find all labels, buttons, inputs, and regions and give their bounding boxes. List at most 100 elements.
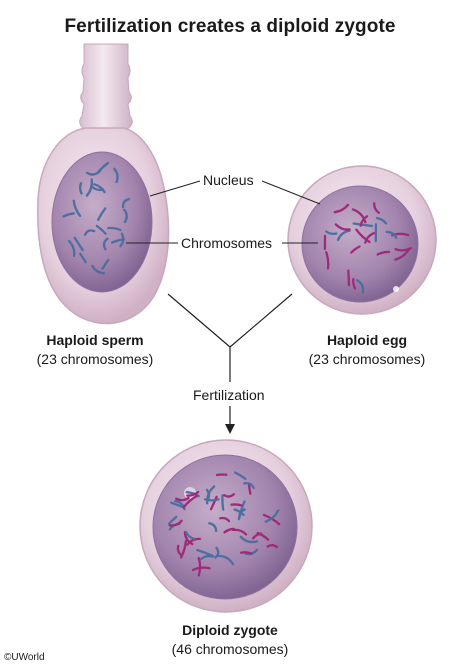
sperm-name: Haploid sperm — [46, 332, 144, 348]
nucleus-leader-egg — [261, 180, 321, 205]
chromosome — [217, 554, 235, 566]
chromosome — [325, 230, 338, 236]
zygote-nucleus — [152, 454, 298, 600]
chromosome — [67, 239, 76, 258]
chromosome — [113, 167, 119, 184]
sperm-nucleus — [51, 151, 153, 293]
chromosome — [355, 228, 371, 244]
chromosome — [83, 229, 96, 236]
chromosome — [197, 556, 202, 577]
chromosome — [119, 232, 125, 248]
egg-count: (23 chromosomes) — [308, 351, 426, 367]
chromosome — [234, 471, 247, 481]
chromosome — [182, 494, 199, 509]
egg-caption: Haploid egg (23 chromosomes) — [292, 331, 442, 369]
chromosome — [122, 208, 128, 224]
chromosome — [232, 528, 248, 536]
chromosome — [359, 215, 369, 227]
chromosome — [179, 539, 188, 559]
chromosome — [205, 488, 211, 502]
chromosome — [214, 546, 220, 559]
chromosome — [186, 537, 202, 546]
chromosome — [85, 178, 94, 197]
zygote-name: Diploid zygote — [182, 622, 278, 638]
merge-line-left — [167, 293, 231, 348]
egg-name: Haploid egg — [326, 332, 408, 348]
zygote-cell — [139, 439, 313, 613]
chromosome — [223, 493, 235, 498]
egg-chromosomes — [323, 202, 412, 294]
zygote-count: (46 chromosomes) — [171, 641, 289, 657]
chromosome — [376, 250, 391, 256]
merge-line-right — [229, 293, 293, 348]
chromosome — [73, 236, 84, 252]
chromosome — [266, 544, 278, 549]
chromosome — [209, 495, 218, 511]
chromosomes-label: Chromosomes — [181, 235, 273, 251]
egg-nucleus — [301, 185, 419, 303]
chromosome — [121, 197, 131, 209]
zygote-caption: Diploid zygote (46 chromosomes) — [150, 621, 310, 659]
nucleus-leader-sperm — [149, 180, 201, 197]
chromosome — [72, 199, 82, 218]
chromosome — [196, 548, 215, 558]
chromosome — [351, 208, 367, 224]
chromosome — [325, 251, 330, 270]
sperm-chromosomes — [62, 161, 131, 275]
chromosome — [230, 503, 243, 507]
chromosome — [223, 527, 235, 534]
sperm-cell — [37, 43, 170, 325]
chromosome — [239, 535, 259, 544]
chromosome — [107, 226, 122, 232]
chromosome — [208, 522, 218, 533]
nucleus-label: Nucleus — [203, 172, 254, 188]
chromosome — [364, 231, 377, 244]
chromosome — [79, 252, 87, 264]
diagram-title: Fertilization creates a diploid zygote — [64, 16, 396, 37]
chromosome — [96, 207, 107, 222]
chromosome — [221, 494, 225, 511]
chromosome — [256, 531, 270, 541]
chromosome — [373, 202, 381, 214]
chromosome — [238, 508, 246, 520]
chromosome — [184, 531, 196, 540]
chromosome — [350, 245, 361, 254]
egg-highlight — [393, 286, 399, 292]
chromosome — [170, 501, 184, 508]
chromosome — [167, 515, 178, 525]
chromosome — [352, 277, 357, 290]
merge-arrowhead — [225, 424, 235, 434]
copyright: ©UWorld — [4, 652, 45, 663]
sperm-tail — [79, 43, 133, 131]
fertilization-label: Fertilization — [193, 387, 265, 403]
chromosome — [91, 264, 106, 275]
chromosome — [93, 183, 106, 194]
zygote-chromosomes — [167, 471, 281, 577]
chromosome — [385, 230, 398, 239]
chromosome — [355, 279, 365, 294]
chromosome — [183, 531, 194, 546]
chromosome — [186, 490, 200, 497]
chromosome — [334, 223, 351, 231]
chromosome — [85, 169, 102, 176]
chromosome — [394, 247, 411, 261]
chromosome — [352, 222, 374, 228]
chromosome — [95, 224, 107, 235]
chromosome — [233, 508, 245, 517]
chromosome — [101, 258, 110, 270]
chromosome — [175, 496, 190, 502]
chromosome — [168, 519, 183, 527]
chromosome — [176, 544, 182, 556]
sperm-count: (23 chromosomes) — [36, 351, 154, 367]
chromosome — [243, 482, 255, 490]
chromosome — [219, 516, 231, 523]
egg-cell — [287, 165, 437, 315]
chromosome — [264, 509, 280, 523]
chromosome — [375, 216, 388, 225]
chromosome — [78, 182, 83, 195]
chromosome — [336, 229, 351, 242]
chromosome — [62, 212, 76, 218]
chromosome — [347, 269, 351, 287]
chromosome — [333, 203, 350, 214]
